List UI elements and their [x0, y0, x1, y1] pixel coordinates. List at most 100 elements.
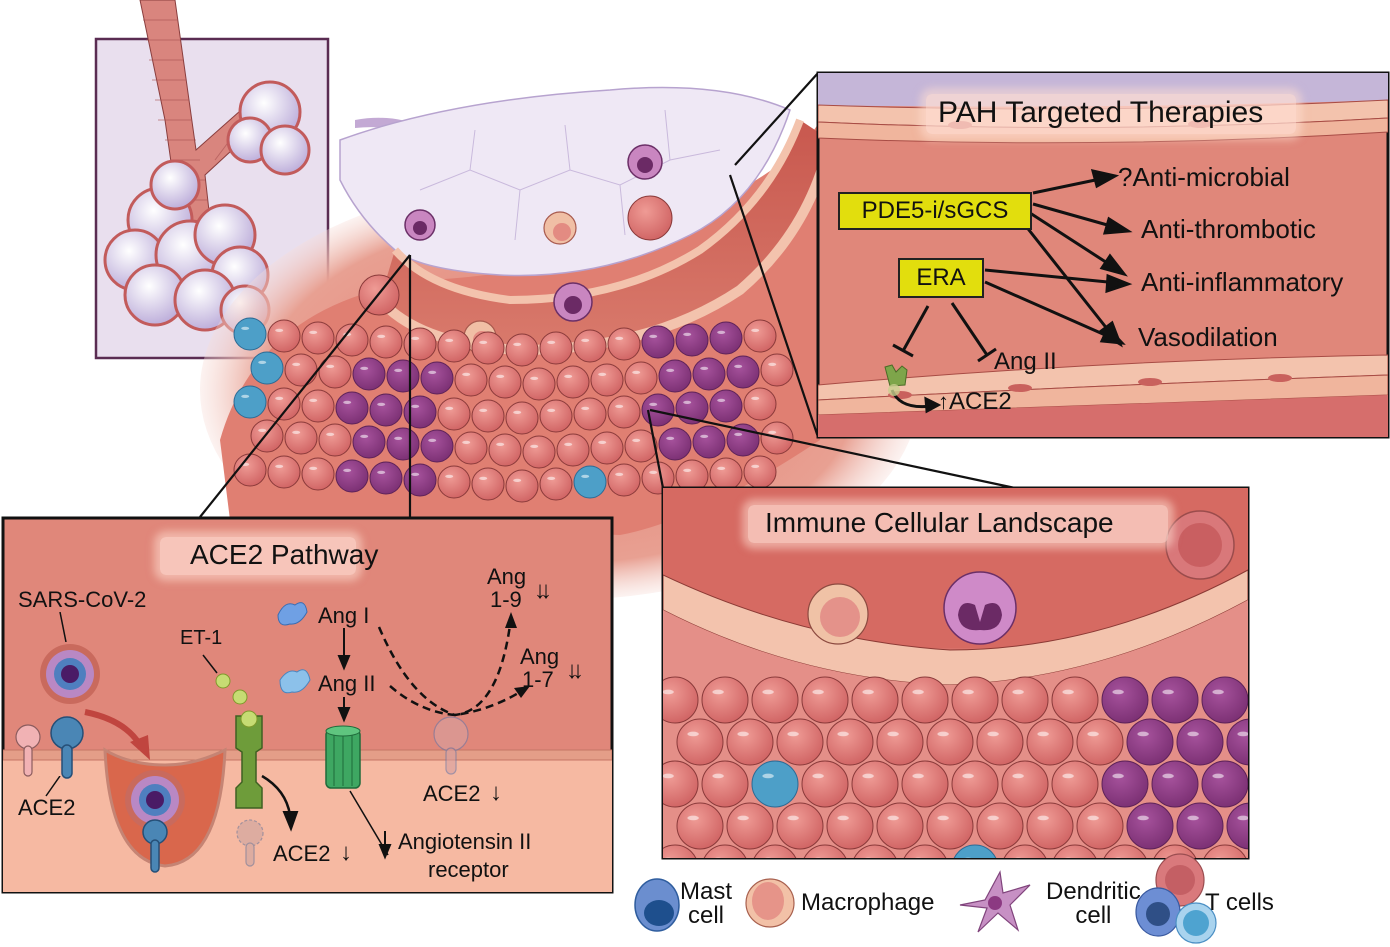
tissue-cell — [284, 421, 318, 455]
pah-arrows — [890, 168, 1133, 414]
purple-cell — [369, 461, 403, 495]
cell-highlight — [649, 334, 658, 338]
cell-highlight — [649, 470, 658, 474]
receptor-label-line1: Angiotensin II — [398, 829, 532, 854]
tissue-cell — [267, 319, 301, 353]
tissue-cell — [701, 760, 749, 808]
cell-highlight — [765, 857, 772, 858]
cell-highlight — [768, 362, 777, 366]
cell-highlight — [343, 468, 352, 472]
tissue-cell — [505, 401, 539, 435]
neutrophil — [404, 209, 436, 241]
tissue-cell — [703, 844, 747, 858]
legend-mast-cell: Mast cell — [680, 880, 732, 928]
tissue-cell — [776, 802, 824, 850]
tissue-cell — [471, 399, 505, 433]
double-down-arrow-icon: ↓↓ — [534, 577, 552, 604]
tissue-cell — [454, 363, 488, 397]
cell-highlight — [663, 773, 674, 779]
drug-box-era: ERA — [898, 258, 984, 298]
tissue-cell — [488, 365, 522, 399]
legend-label: T cells — [1205, 889, 1274, 916]
cell-highlight — [987, 731, 999, 737]
cell-highlight — [1187, 731, 1199, 737]
cell-highlight — [615, 336, 624, 340]
effect-anti-thrombotic: Anti-thrombotic — [1141, 214, 1316, 244]
cell-highlight — [737, 815, 749, 821]
tissue-cell — [1001, 676, 1049, 724]
purple-cell — [352, 425, 386, 459]
cell-highlight — [1012, 689, 1024, 695]
drug-label: PDE5-i/sGCS — [861, 197, 1009, 224]
cell-highlight — [1237, 731, 1248, 737]
cell-highlight — [1087, 815, 1099, 821]
cell-highlight — [687, 815, 699, 821]
cell-highlight — [496, 374, 505, 378]
cell-highlight — [665, 857, 672, 858]
cell-highlight — [462, 440, 471, 444]
purple-cell — [403, 463, 437, 497]
tissue-cell — [1051, 676, 1099, 724]
pah-panel-title: PAH Targeted Therapies — [938, 96, 1264, 129]
tissue-cell — [853, 844, 897, 858]
cell-highlight — [666, 436, 675, 440]
purple-cell — [692, 357, 726, 391]
cell-highlight — [479, 476, 488, 480]
tissue-cell — [1103, 844, 1147, 858]
legend-label: Mast — [680, 878, 733, 905]
tissue-cell — [556, 433, 590, 467]
cell-highlight — [581, 406, 590, 410]
cell-highlight — [496, 442, 505, 446]
cell-highlight — [1112, 689, 1124, 695]
ang-ii-protein-icon — [279, 669, 311, 694]
cell-highlight — [712, 689, 724, 695]
cell-highlight — [751, 396, 760, 400]
tissue-cell — [556, 365, 590, 399]
cell-highlight — [598, 372, 607, 376]
tissue-cell — [607, 327, 641, 361]
cell-highlight — [309, 466, 318, 470]
purple-cell — [726, 355, 760, 389]
cell-highlight — [377, 470, 386, 474]
cell-highlight — [1062, 773, 1074, 779]
blue-cell — [751, 760, 799, 808]
cell-highlight — [912, 773, 924, 779]
tissue-cell — [743, 319, 777, 353]
tissue-cell — [624, 361, 658, 395]
cell-highlight — [1087, 731, 1099, 737]
tissue-cell — [976, 718, 1024, 766]
cell-highlight — [962, 773, 974, 779]
cell-highlight — [683, 332, 692, 336]
cell-highlight — [292, 362, 301, 366]
cell-highlight — [717, 330, 726, 334]
ang-ii-label: Ang II — [318, 671, 376, 696]
cell-highlight — [292, 430, 301, 434]
tissue-cell — [267, 387, 301, 421]
cell-highlight — [530, 376, 539, 380]
cell-highlight — [530, 444, 539, 448]
tissue-cell — [522, 367, 556, 401]
cell-highlight — [1212, 773, 1224, 779]
purple-cell — [1226, 718, 1248, 766]
tissue-cell — [318, 423, 352, 457]
cell-highlight — [632, 370, 641, 374]
cell-highlight — [275, 464, 284, 468]
cell-highlight — [309, 398, 318, 402]
tissue-cell — [607, 395, 641, 429]
ang-1-7-line2: 1-7 — [522, 667, 554, 692]
neutrophil — [627, 144, 663, 180]
up-arrow-icon: ↑ — [938, 389, 949, 414]
cell-highlight — [915, 857, 922, 858]
callout-lines — [199, 72, 1016, 518]
cell-highlight — [937, 731, 949, 737]
tissue-cell — [301, 389, 335, 423]
purple-cell — [1126, 802, 1174, 850]
cell-highlight — [712, 773, 724, 779]
tissue-cell — [284, 353, 318, 387]
cell-highlight — [1037, 731, 1049, 737]
tissue-cell — [335, 323, 369, 357]
cell-highlight — [411, 336, 420, 340]
tissue-cell — [454, 431, 488, 465]
cell-highlight — [445, 406, 454, 410]
